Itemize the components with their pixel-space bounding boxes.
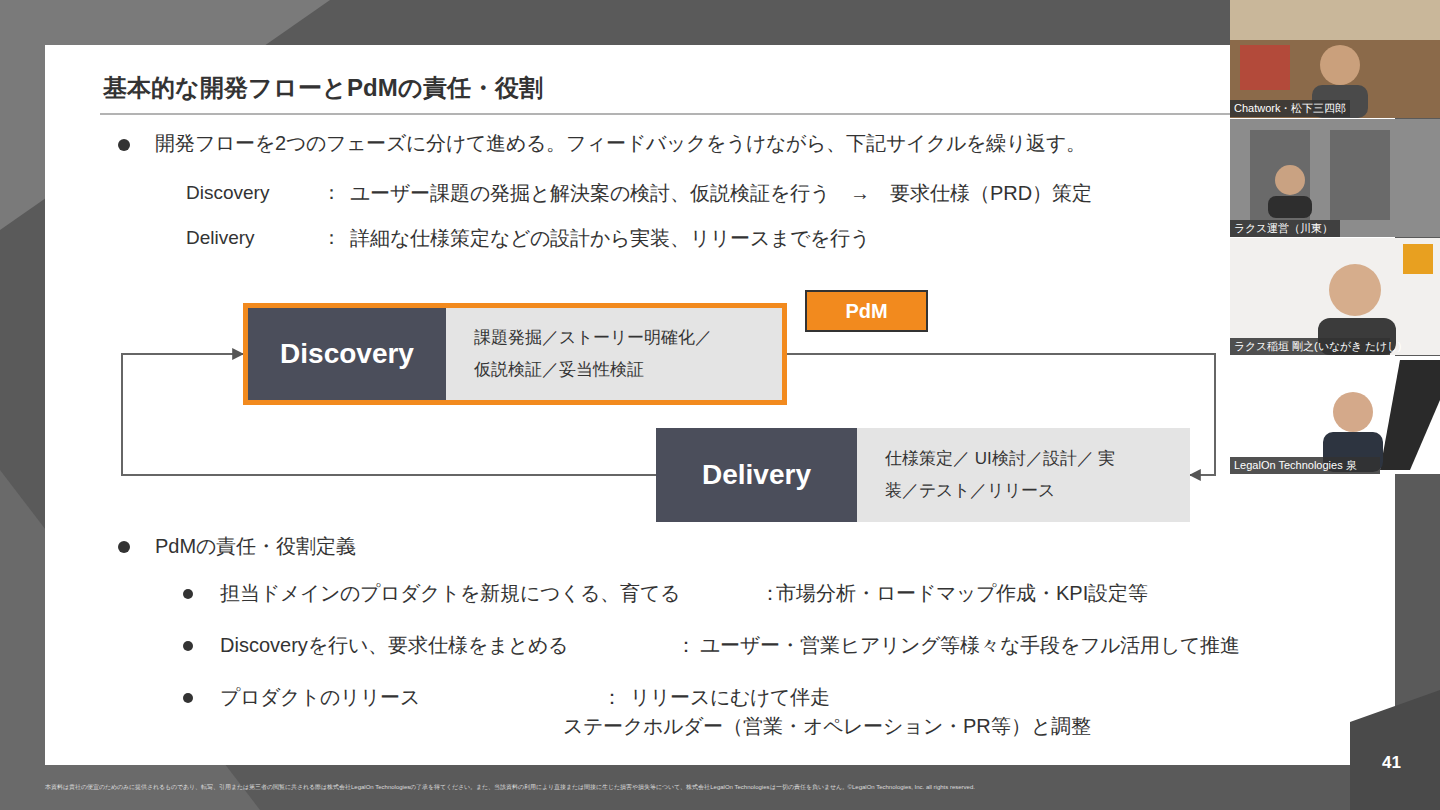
video-thumb <box>1230 119 1440 237</box>
colon: ： <box>602 685 622 710</box>
term: Discovery <box>186 181 269 205</box>
sub-bullet-term: 担当ドメインのプロダクトを新規につくる、育てる <box>220 581 680 606</box>
phase-name: Delivery <box>656 428 857 522</box>
bullet-text: 開発フローを2つのフェーズに分けて進める。フィードバックをうけながら、下記サイク… <box>155 131 1086 156</box>
bullet-dot <box>118 541 130 553</box>
footer-note: 本資料は貴社の便宜のためのみに提供されるものであり、転写、引用または第三者の閲覧… <box>45 784 975 792</box>
phase-box: Delivery仕様策定／ UI検討／設計／ 実装／テスト／リリース <box>656 428 1190 522</box>
corner-shape <box>1350 690 1440 810</box>
video-thumb <box>1230 0 1440 118</box>
colon: ： <box>322 226 341 250</box>
bullet-dot <box>183 641 193 651</box>
sub-bullet-term: プロダクトのリリース <box>220 685 420 710</box>
phase-steps: 課題発掘／ストーリー明確化／ 仮説検証／妥当性検証 <box>446 312 733 397</box>
sub-bullet-term: Discoveryを行い、要求仕様をまとめる <box>220 633 568 658</box>
video-thumb <box>1230 356 1440 474</box>
bullet-text: PdMの責任・役割定義 <box>155 534 356 559</box>
person-head <box>1333 392 1373 432</box>
bullet-dot <box>183 589 193 599</box>
bullet-dot <box>118 139 130 151</box>
name-bar <box>1230 220 1340 237</box>
role-tag: PdM <box>805 290 928 332</box>
participant-name: LegalOn Technologies 泉 <box>1234 459 1357 473</box>
person-head <box>1329 264 1381 316</box>
name-bar <box>1230 457 1380 474</box>
sub-bullet-desc: ユーザー・営業ヒアリング等様々な手段をフル活用して推進 <box>700 633 1240 658</box>
person-head <box>1275 165 1305 195</box>
slide-panel <box>45 45 1395 765</box>
sub-bullet-desc: ステークホルダー（営業・オペレーション・PR等）と調整 <box>563 714 1091 739</box>
phase-steps: 仕様策定／ UI検討／設計／ 実装／テスト／リリース <box>857 433 1144 518</box>
person-body <box>1268 196 1312 218</box>
participant-name: ラクス稲垣 剛之(いながき たけし) <box>1234 340 1401 354</box>
tag-text: PdM <box>835 296 897 327</box>
description: 詳細な仕様策定などの設計から実装、リリースまでを行う <box>350 226 870 251</box>
term: Delivery <box>186 226 255 250</box>
colon: ： <box>676 633 696 658</box>
office-ceiling <box>1230 0 1440 40</box>
bullet-dot <box>183 693 193 703</box>
description: ユーザー課題の発掘と解決案の検討、仮説検証を行う → 要求仕様（PRD）策定 <box>350 181 1092 206</box>
video-thumb <box>1230 238 1440 355</box>
blur-shape <box>1330 130 1390 220</box>
phase-box: Discovery課題発掘／ストーリー明確化／ 仮説検証／妥当性検証 <box>243 303 787 405</box>
sub-bullet-desc: 市場分析・ロードマップ作成・KPI設定等 <box>776 581 1148 606</box>
name-bar <box>1230 100 1350 117</box>
logo-shape <box>1380 360 1440 470</box>
participant-name: Chatwork・松下三四郎 <box>1234 102 1346 116</box>
logo-mark <box>1403 244 1433 274</box>
sub-bullet-desc: リリースにむけて伴走 <box>630 685 830 710</box>
office-chair <box>1240 45 1290 90</box>
person-head <box>1320 45 1360 85</box>
participant-name: ラクス運営（川東） <box>1234 222 1333 236</box>
slide-title: 基本的な開発フローとPdMの責任・役割 <box>103 73 543 103</box>
phase-name: Discovery <box>248 308 446 400</box>
page-number: 41 <box>1382 752 1401 773</box>
title-rule <box>100 113 1230 115</box>
colon: ： <box>322 181 341 205</box>
